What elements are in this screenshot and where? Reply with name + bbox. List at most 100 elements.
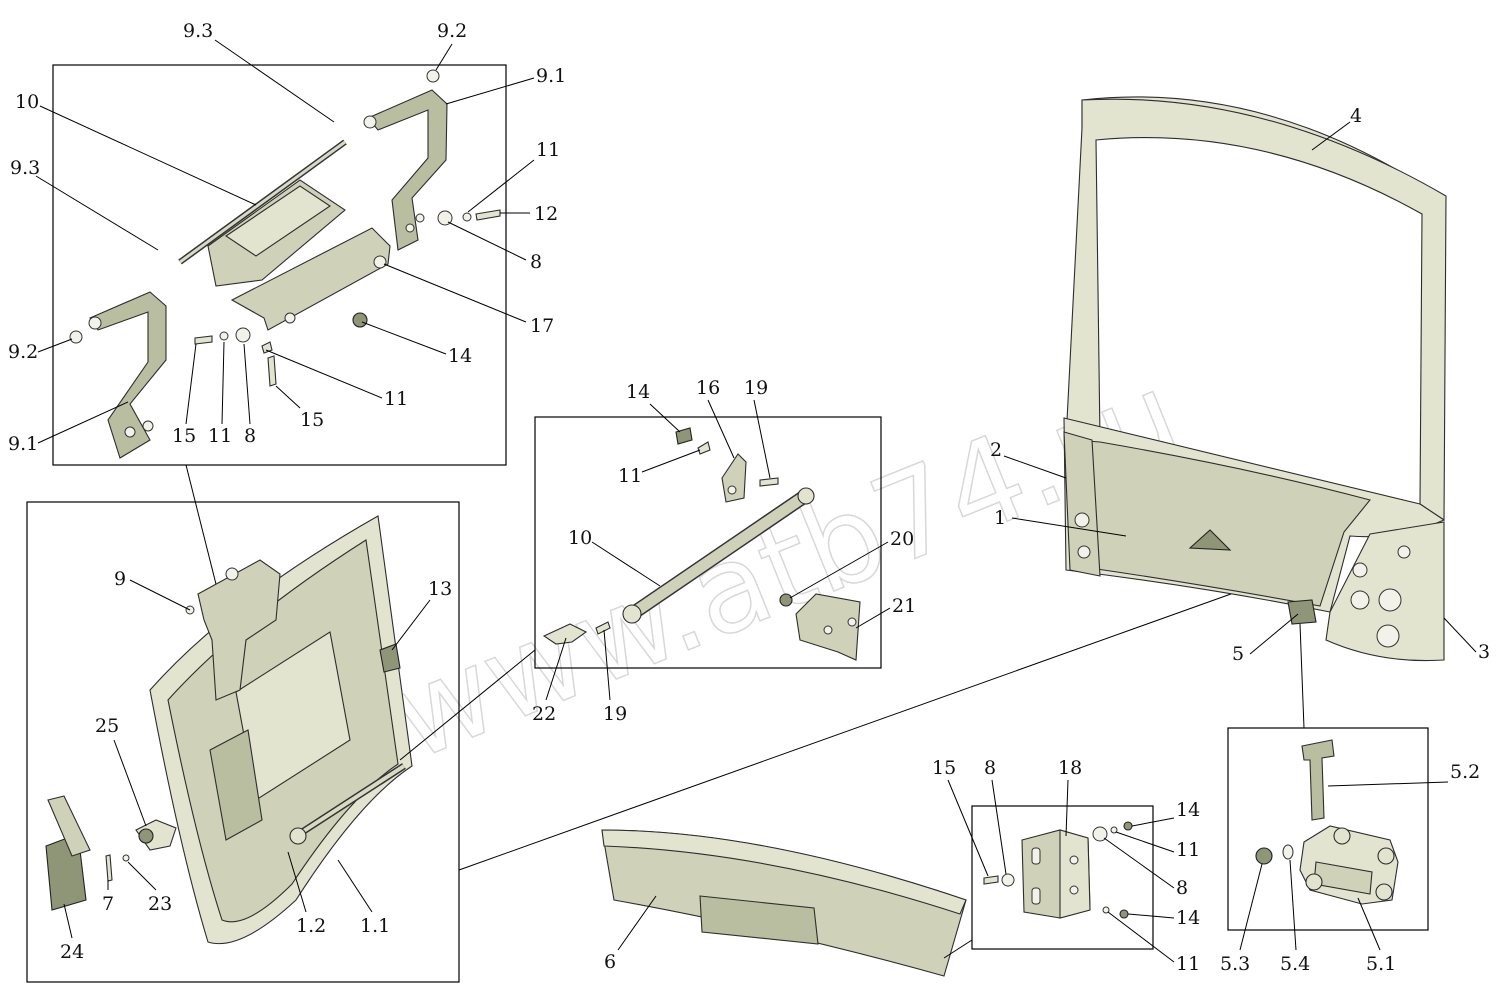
- hinge-labels: 9.3 9.2 10 9.1 9.3 11 12 8 17 9.2 14 11 …: [8, 20, 566, 455]
- hinge-parts-group: [69, 69, 501, 459]
- label: 5: [1232, 643, 1244, 665]
- label: 15: [300, 409, 324, 431]
- frame-bracket-detail: [971, 805, 1154, 950]
- nut-14-br2: [1119, 909, 1129, 919]
- label: 14: [1176, 907, 1200, 929]
- hatch-hinge-bracket: [197, 559, 281, 701]
- trim-panel: [601, 829, 967, 977]
- logo-badge: [1188, 529, 1232, 551]
- label: 11: [208, 425, 232, 447]
- label: 1.2: [296, 915, 326, 937]
- lock-5: [1287, 599, 1317, 625]
- label: 9.3: [183, 20, 213, 42]
- frame-lock-detail: [1227, 727, 1429, 931]
- label: 10: [15, 91, 39, 113]
- mask-labels: 4 2 1 3 5: [990, 105, 1490, 729]
- lock-labels: 5.2 5.3 5.4 5.1: [1220, 761, 1480, 975]
- washer-11-b: [261, 341, 273, 354]
- label: 14: [1176, 799, 1200, 821]
- label: 14: [626, 381, 650, 403]
- bolt-15-a: [194, 335, 213, 345]
- washer-8-br: [1001, 873, 1015, 887]
- screw-20: [779, 593, 793, 607]
- bracket-detail: [983, 821, 1133, 919]
- label: 1: [994, 507, 1006, 529]
- label: 24: [60, 941, 84, 963]
- strut-labels: 14 16 19 11 10 20 21 22 19: [532, 377, 916, 725]
- label: 15: [932, 757, 956, 779]
- label: 9.2: [8, 341, 38, 363]
- nut-5-3: [1255, 847, 1273, 865]
- washer-11-mid: [697, 441, 711, 455]
- label: 20: [890, 528, 914, 550]
- label: 14: [448, 345, 472, 367]
- washer-11-br1: [1110, 826, 1118, 834]
- label: 8: [244, 425, 256, 447]
- bracket-16: [721, 453, 747, 503]
- label: 13: [428, 578, 452, 600]
- label: 9: [114, 568, 126, 590]
- strut-detail: [542, 427, 861, 661]
- bolt-12: [475, 209, 501, 221]
- frame-strut-detail: [534, 416, 882, 669]
- pin-19-bot: [595, 621, 611, 635]
- pin-19-top: [759, 477, 779, 487]
- label: 17: [530, 315, 554, 337]
- label: 6: [604, 951, 616, 973]
- label: 4: [1350, 105, 1362, 127]
- clip-22: [542, 623, 588, 645]
- ring-9-2-left: [69, 330, 83, 344]
- frame-hinge-detail: [52, 64, 507, 466]
- washer-11-br2: [1102, 906, 1110, 914]
- label: 9.1: [8, 433, 38, 455]
- label: 22: [532, 703, 556, 725]
- washer-8-a: [235, 327, 251, 343]
- washer-23: [122, 854, 130, 862]
- label: 5.1: [1366, 953, 1396, 975]
- nut-14-top: [352, 312, 368, 328]
- bolt-15-br: [983, 875, 999, 885]
- washer-11-a: [219, 331, 229, 341]
- washer-11-top: [462, 212, 472, 222]
- label: 19: [603, 703, 627, 725]
- mounting-plate: [230, 227, 391, 331]
- label: 11: [618, 465, 642, 487]
- label: 5.2: [1450, 761, 1480, 783]
- label: 11: [1176, 953, 1200, 975]
- lower-panel-face: [1073, 439, 1371, 607]
- label: 11: [1176, 839, 1200, 861]
- label: 9.2: [437, 20, 467, 42]
- lock-detail: [1255, 739, 1399, 905]
- hinge-lower: [89, 291, 167, 459]
- label: 12: [534, 203, 558, 225]
- label: 16: [696, 377, 720, 399]
- hinge-upper: [367, 89, 448, 251]
- mask-assembly: [1063, 96, 1447, 662]
- label: 3: [1478, 641, 1490, 663]
- label: 1.1: [360, 915, 390, 937]
- key-5-2: [1301, 739, 1335, 821]
- label: 8: [984, 757, 996, 779]
- ring-9-2-top: [426, 69, 440, 83]
- hatch-assembly: [45, 515, 413, 945]
- stop-13: [379, 643, 401, 673]
- label: 18: [1058, 757, 1082, 779]
- label: 11: [384, 388, 408, 410]
- bolt-15-b: [267, 355, 277, 387]
- label: 21: [892, 595, 916, 617]
- label: 9.1: [536, 65, 566, 87]
- hatch-labels: 9 13 25 7 23 24 1.2 1.1: [60, 568, 452, 963]
- nut-14-br1: [1123, 821, 1133, 831]
- label: 5.3: [1220, 953, 1250, 975]
- label: 19: [744, 377, 768, 399]
- label: 5.4: [1280, 953, 1310, 975]
- label: 7: [102, 893, 114, 915]
- washer-8-br2: [1092, 826, 1108, 842]
- side-panel-2: [1063, 431, 1101, 577]
- label: 15: [172, 425, 196, 447]
- label: 23: [148, 893, 172, 915]
- label: 25: [95, 715, 119, 737]
- washer-5-4: [1282, 844, 1294, 860]
- washer-8-top: [437, 210, 453, 226]
